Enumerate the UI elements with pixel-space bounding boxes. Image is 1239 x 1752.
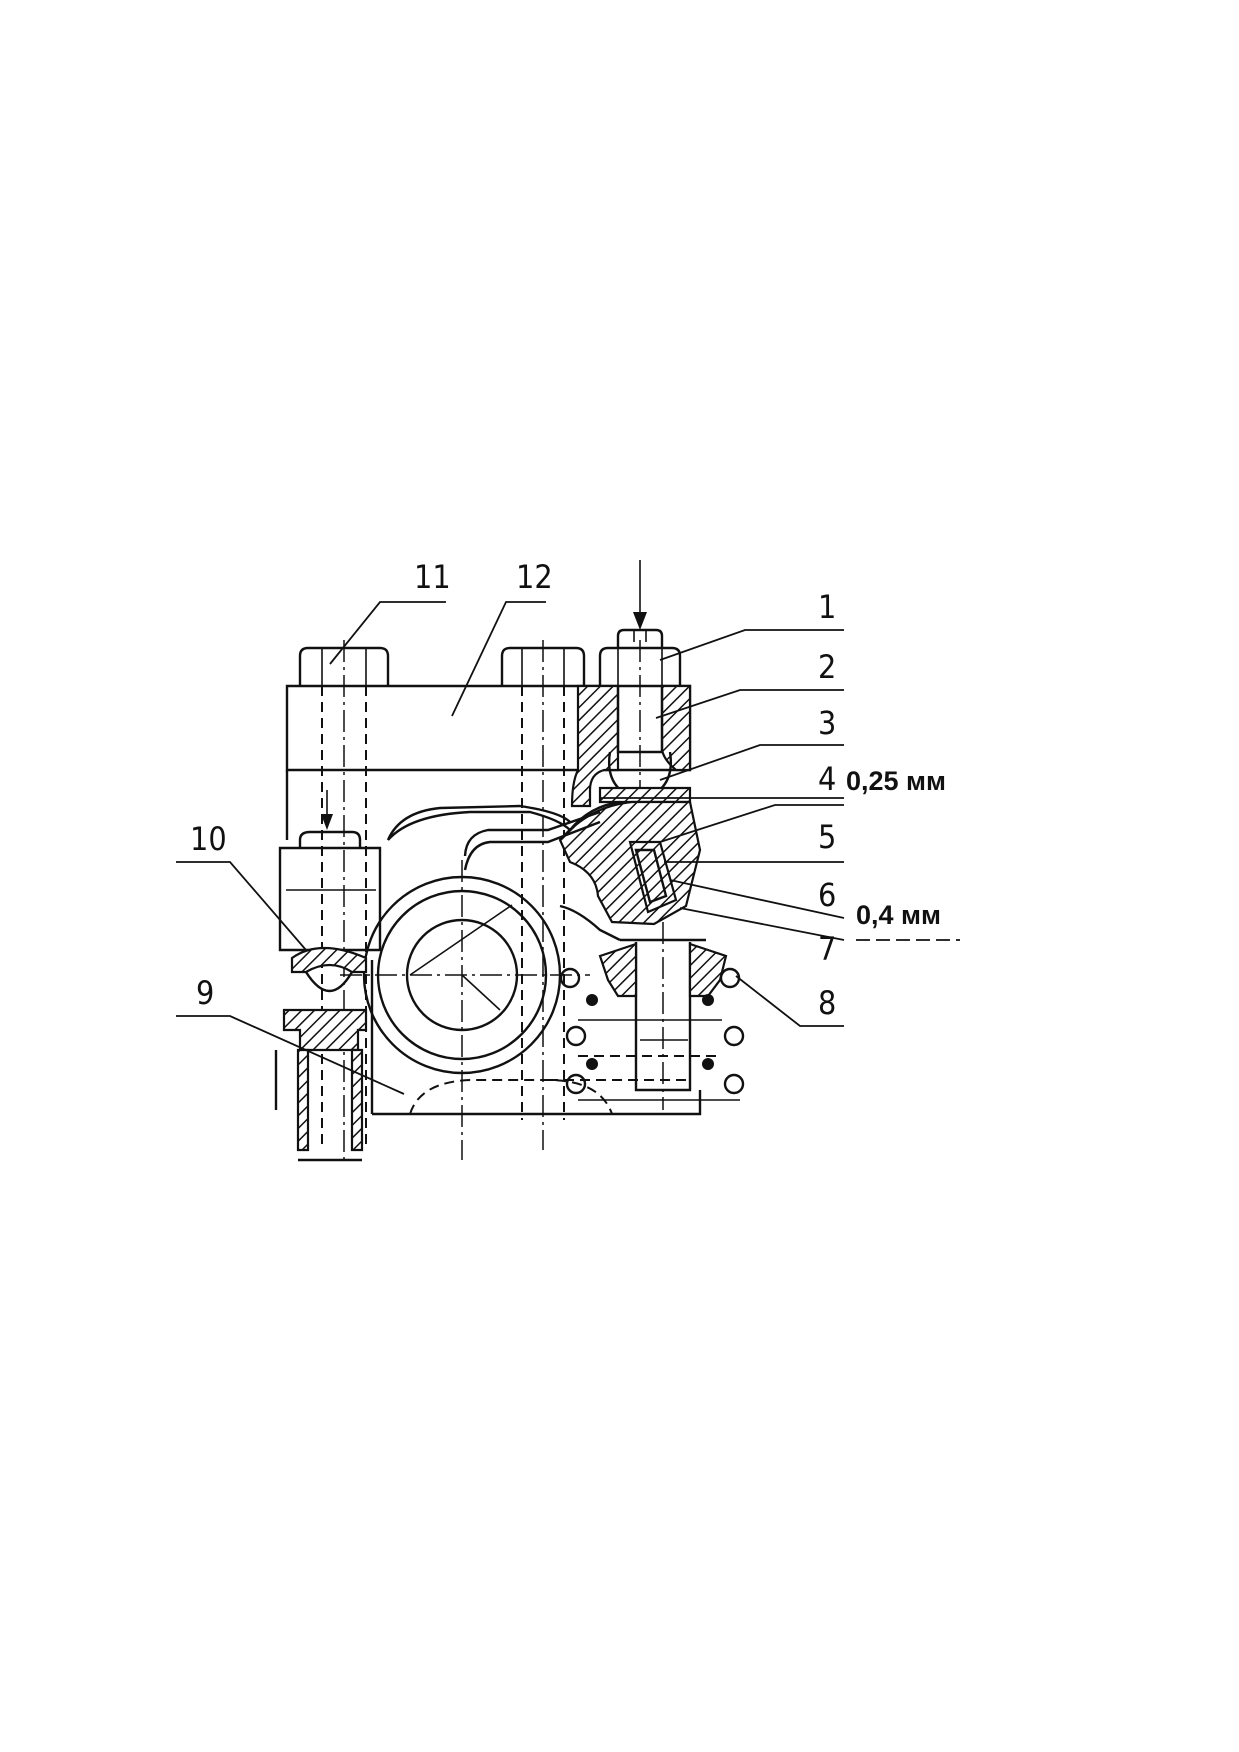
callout-6: 6 [818,876,836,914]
leader-11 [329,601,446,665]
leader-7 [679,907,845,941]
callout-1: 1 [818,588,836,626]
clearance-dimensions: 0,25 мм 0,4 мм [846,766,946,930]
push-rod-cup [290,946,368,992]
callout-12: 12 [516,558,553,596]
valve-spring-retainer [598,938,728,998]
leader-12 [451,601,546,717]
stud-left [321,640,367,1165]
stud-middle [521,640,565,1150]
callout-8: 8 [818,984,836,1022]
rocker-arm [387,800,702,942]
valve-stem [634,922,692,1110]
clearance-upper-label: 0,25 мм [846,766,946,796]
callout-2: 2 [818,648,836,686]
callout-3: 3 [818,704,836,742]
callout-10: 10 [190,820,227,858]
leader-2 [655,689,844,719]
callout-7: 7 [818,930,836,968]
load-arrow [633,560,647,630]
rocker-shaft [340,860,590,1160]
leader-9 [176,1015,405,1095]
leader-1 [659,629,844,661]
callout-4: 4 [818,760,836,798]
callout-5: 5 [818,818,836,856]
leader-3 [659,744,844,781]
adjusting-screw-section [570,640,692,810]
leader-10 [176,861,307,951]
valve-springs [559,967,745,1101]
callout-labels: 1 2 3 4 5 6 7 8 9 10 11 12 [190,558,836,1022]
clearance-lower-label: 0,4 мм [856,900,941,930]
callout-9: 9 [196,974,214,1012]
leader-5 [659,804,844,843]
callout-11: 11 [414,558,451,596]
leader-8 [735,975,844,1027]
leader-lines [176,601,960,1095]
leader-6b [669,879,845,919]
left-adjuster [278,790,382,952]
